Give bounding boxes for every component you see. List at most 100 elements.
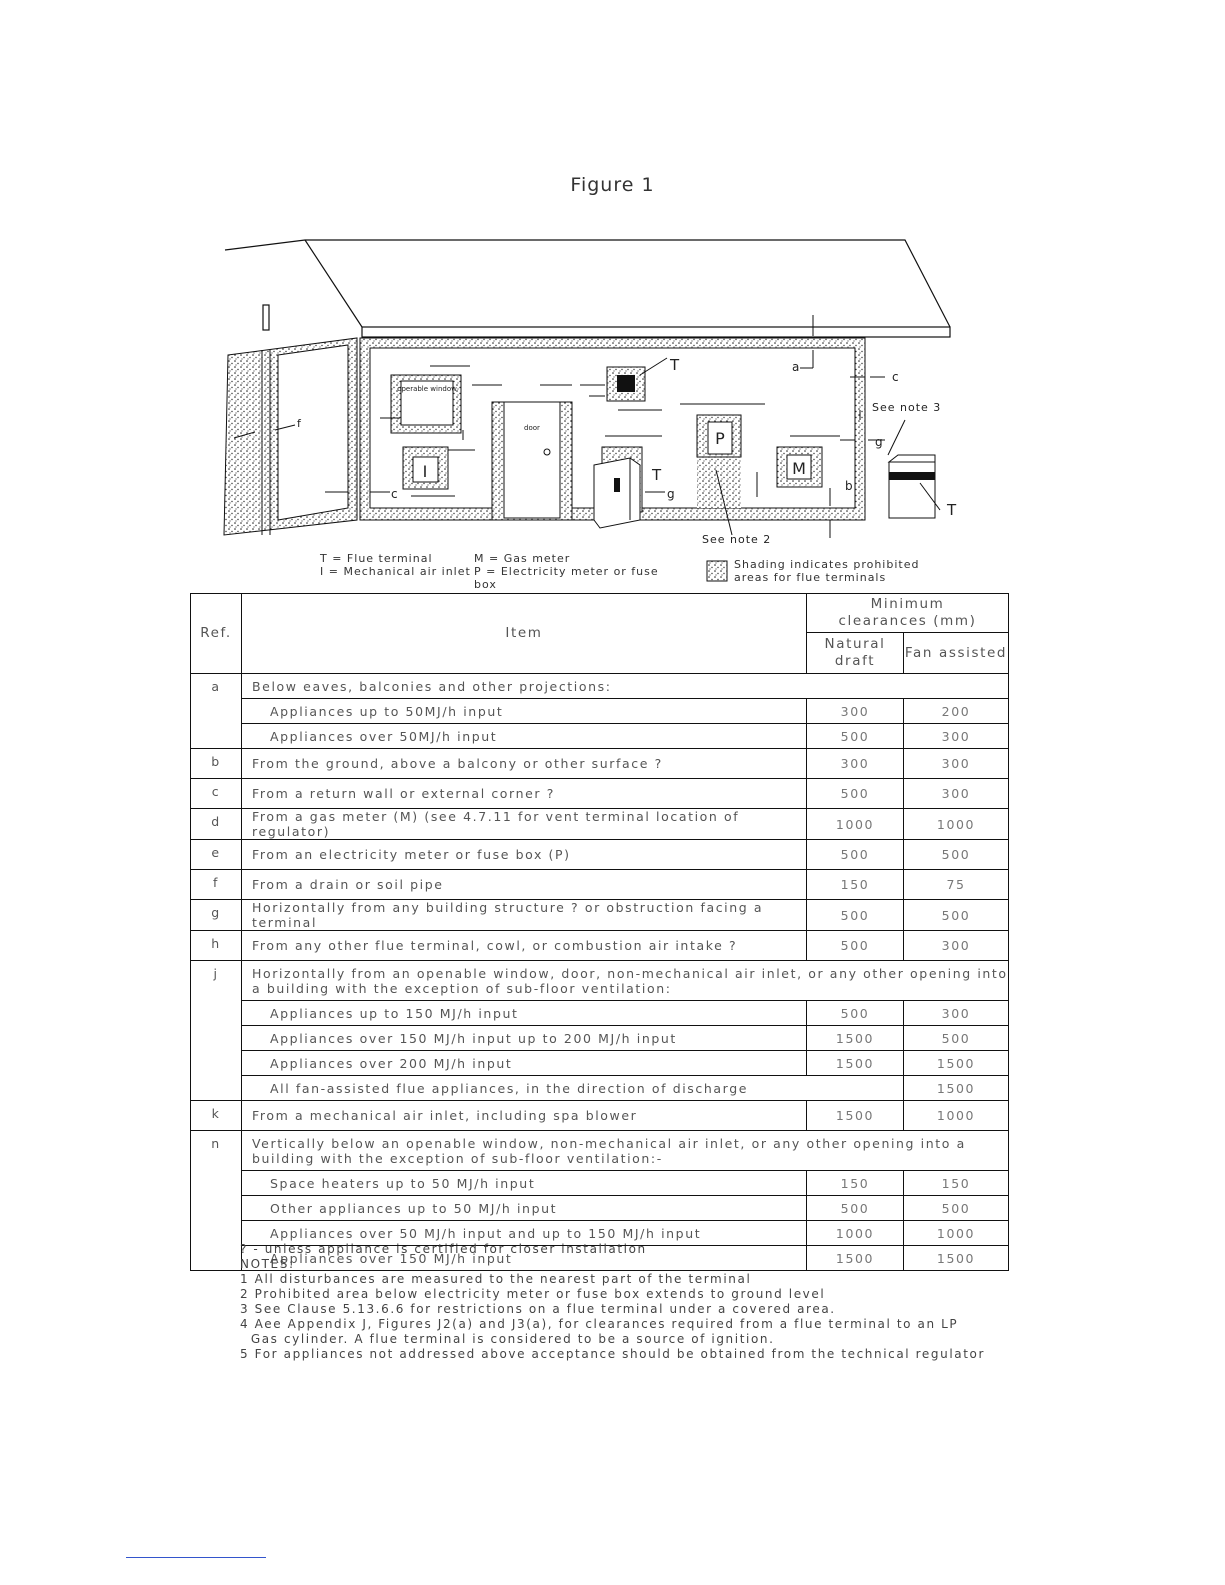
shading-swatch bbox=[706, 560, 728, 582]
ref-cell: g bbox=[190, 899, 242, 931]
item-cell: Appliances over 200 MJ/h input bbox=[241, 1050, 807, 1076]
footer-link[interactable] bbox=[126, 1557, 266, 1558]
door: door bbox=[491, 401, 573, 521]
header-item: Item bbox=[241, 593, 807, 674]
label-c-right: c bbox=[892, 370, 899, 384]
natural-draft-cell: 500 bbox=[806, 930, 904, 961]
vent-pipe bbox=[262, 304, 270, 331]
natural-draft-cell: 1500 bbox=[806, 1245, 904, 1271]
item-cell: Vertically below an openable window, non… bbox=[241, 1130, 1009, 1171]
natural-draft-cell: 500 bbox=[806, 723, 904, 749]
item-cell: Appliances over 50MJ/h input bbox=[241, 723, 807, 749]
flue-terminal-diagram: operable window I door T T P M bbox=[223, 239, 957, 582]
legend-T: T = Flue terminal bbox=[320, 552, 433, 565]
label-I: I bbox=[423, 462, 428, 481]
legend-col1: T = Flue terminal I = Mechanical air inl… bbox=[320, 552, 471, 578]
fan-assisted-cell: 75 bbox=[903, 869, 1009, 900]
natural-draft-cell: 1500 bbox=[806, 1100, 904, 1131]
legend-P-cont: box bbox=[474, 578, 497, 591]
note-line: 2 Prohibited area below electricity mete… bbox=[240, 1287, 826, 1301]
fan-assisted-cell: 1500 bbox=[903, 1075, 1009, 1101]
item-cell: From the ground, above a balcony or othe… bbox=[241, 748, 807, 779]
item-cell: Space heaters up to 50 MJ/h input bbox=[241, 1170, 807, 1196]
natural-draft-cell: 1500 bbox=[806, 1050, 904, 1076]
item-cell: Below eaves, balconies and other project… bbox=[241, 673, 1009, 699]
fan-assisted-cell: 500 bbox=[903, 1195, 1009, 1221]
notes: ? - unless appliance is certified for cl… bbox=[240, 1242, 985, 1362]
cylinder-box: T bbox=[887, 454, 957, 519]
figure-title: Figure 1 bbox=[570, 174, 655, 196]
fan-assisted-cell: 300 bbox=[903, 778, 1009, 809]
item-cell: From a drain or soil pipe bbox=[241, 869, 807, 900]
ref-cell: k bbox=[190, 1100, 242, 1131]
fan-assisted-cell: 500 bbox=[903, 1025, 1009, 1051]
ref-cell: h bbox=[190, 930, 242, 961]
electricity-meter: P bbox=[696, 414, 742, 458]
label-c-left: c bbox=[391, 487, 398, 501]
label-a: a bbox=[792, 360, 799, 374]
wall-flue-terminal: T bbox=[606, 356, 680, 402]
natural-draft-cell: 1500 bbox=[806, 1025, 904, 1051]
natural-draft-cell: 500 bbox=[806, 778, 904, 809]
fan-assisted-cell: 150 bbox=[903, 1170, 1009, 1196]
item-cell: From a mechanical air inlet, including s… bbox=[241, 1100, 807, 1131]
note-line: 3 See Clause 5.13.6.6 for restrictions o… bbox=[240, 1302, 836, 1316]
note-line: 4 Aee Appendix J, Figures J2(a) and J3(a… bbox=[240, 1317, 959, 1331]
legend-shading: Shading indicates prohibited areas for f… bbox=[734, 558, 919, 584]
legend-shading-line1: Shading indicates prohibited bbox=[734, 558, 920, 571]
ref-cell: a bbox=[190, 673, 242, 749]
fan-assisted-cell: 300 bbox=[903, 723, 1009, 749]
label-see-note-2: See note 2 bbox=[702, 533, 771, 546]
item-cell: From a gas meter (M) (see 4.7.11 for ven… bbox=[241, 808, 807, 840]
item-cell: All fan-assisted flue appliances, in the… bbox=[241, 1075, 904, 1101]
table-row: Appliances over 50 MJ/h input and up to … bbox=[191, 1220, 1009, 1246]
fan-assisted-cell: 1000 bbox=[903, 1220, 1009, 1246]
label-see-note-3: See note 3 bbox=[872, 401, 941, 414]
natural-draft-cell: 500 bbox=[806, 1000, 904, 1026]
ref-cell: j bbox=[190, 960, 242, 1101]
fan-assisted-cell: 500 bbox=[903, 839, 1009, 870]
label-T-appliance: T bbox=[651, 466, 662, 484]
label-door: door bbox=[524, 424, 540, 432]
operable-window: operable window bbox=[390, 374, 462, 434]
label-g-left: g bbox=[667, 487, 675, 501]
natural-draft-cell: 150 bbox=[806, 869, 904, 900]
ref-cell: b bbox=[190, 748, 242, 779]
label-f: f bbox=[297, 417, 302, 430]
label-T-right: T bbox=[946, 501, 957, 519]
fan-assisted-cell: 500 bbox=[903, 899, 1009, 931]
header-min-clearances: Minimum clearances (mm) bbox=[806, 593, 1009, 633]
legend-P: P = Electricity meter or fuse bbox=[474, 565, 659, 578]
item-cell: Appliances over 50 MJ/h input and up to … bbox=[241, 1220, 807, 1246]
natural-draft-cell: 500 bbox=[806, 899, 904, 931]
natural-draft-cell: 300 bbox=[806, 748, 904, 779]
legend-M: M = Gas meter bbox=[474, 552, 571, 565]
note-line: Gas cylinder. A flue terminal is conside… bbox=[240, 1332, 775, 1346]
item-cell: Horizontally from any building structure… bbox=[241, 899, 807, 931]
ref-cell: f bbox=[190, 869, 242, 900]
item-cell: From a return wall or external corner ? bbox=[241, 778, 807, 809]
fan-assisted-cell: 300 bbox=[903, 1000, 1009, 1026]
appliance-box: T bbox=[593, 446, 662, 529]
header-natural-draft: Natural draft bbox=[806, 632, 904, 674]
item-cell: Other appliances up to 50 MJ/h input bbox=[241, 1195, 807, 1221]
fan-assisted-cell: 300 bbox=[903, 748, 1009, 779]
natural-draft-cell: 500 bbox=[806, 1195, 904, 1221]
legend-shading-line2: areas for flue terminals bbox=[734, 571, 887, 584]
item-cell: Appliances up to 50MJ/h input bbox=[241, 698, 807, 724]
natural-draft-cell: 150 bbox=[806, 1170, 904, 1196]
natural-draft-cell: 1000 bbox=[806, 808, 904, 840]
label-operable-window: operable window bbox=[397, 385, 457, 393]
note-line: NOTES: bbox=[240, 1257, 295, 1271]
